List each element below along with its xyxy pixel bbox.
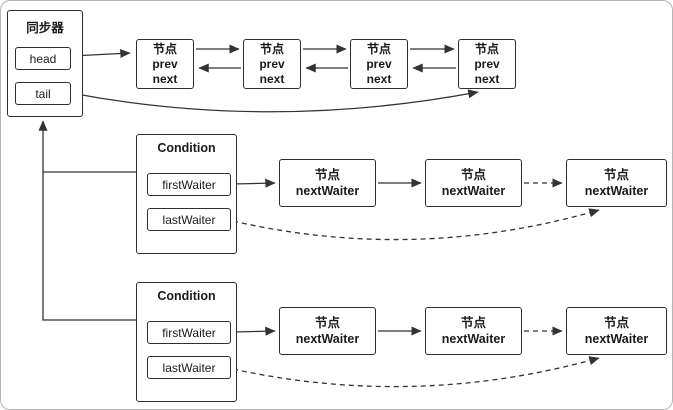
node-title: 节点 — [603, 168, 629, 182]
c1-waiter-node-2: 节点 nextWaiter — [425, 159, 522, 207]
node-next-field: next — [474, 71, 500, 86]
synchronizer-title: 同步器 — [26, 21, 64, 35]
node-nextwaiter-field: nextWaiter — [584, 184, 649, 198]
last-waiter-label: lastWaiter — [162, 360, 216, 375]
node-title: 节点 — [474, 41, 499, 56]
sync-queue-node-3: 节点 prev next — [350, 39, 408, 89]
node-title: 节点 — [314, 316, 340, 330]
first-waiter-label: firstWaiter — [162, 177, 216, 192]
last-waiter-box: lastWaiter — [147, 208, 231, 231]
head-pointer-box: head — [15, 47, 71, 70]
c2-waiter-node-3: 节点 nextWaiter — [566, 307, 667, 355]
c1-waiter-node-1: 节点 nextWaiter — [279, 159, 376, 207]
tail-pointer-label: tail — [35, 86, 51, 101]
last-waiter-box: lastWaiter — [147, 356, 231, 379]
last-waiter-label: lastWaiter — [162, 212, 216, 227]
sync-queue-node-1: 节点 prev next — [136, 39, 194, 89]
synchronizer-box: 同步器 head tail — [7, 10, 83, 117]
condition-title: Condition — [157, 141, 216, 155]
node-title: 节点 — [314, 168, 340, 182]
arrow-tail-to-last-node — [70, 89, 479, 113]
node-nextwaiter-field: nextWaiter — [295, 184, 360, 198]
arrow-lastwaiter2-to-waiter3-dashed — [232, 356, 600, 388]
node-prev-field: prev — [259, 56, 285, 71]
node-title: 节点 — [152, 41, 177, 56]
c2-waiter-node-2: 节点 nextWaiter — [425, 307, 522, 355]
node-next-field: next — [152, 71, 178, 86]
arrow-lastwaiter1-to-waiter3-dashed — [232, 208, 600, 241]
node-title: 节点 — [259, 41, 284, 56]
condition-box-1: Condition firstWaiter lastWaiter — [136, 134, 237, 254]
node-prev-field: prev — [366, 56, 392, 71]
arrow-firstwaiter1-to-waiter1 — [231, 178, 276, 188]
node-prev-field: prev — [474, 56, 500, 71]
c2-waiter-node-1: 节点 nextWaiter — [279, 307, 376, 355]
first-waiter-label: firstWaiter — [162, 325, 216, 340]
c1-waiter-node-3: 节点 nextWaiter — [566, 159, 667, 207]
arrow-condition2-to-sync — [38, 120, 136, 321]
node-title: 节点 — [603, 316, 629, 330]
arrow-firstwaiter2-to-waiter1 — [231, 326, 276, 336]
node-title: 节点 — [460, 168, 486, 182]
node-title: 节点 — [460, 316, 486, 330]
node-nextwaiter-field: nextWaiter — [441, 184, 506, 198]
sync-queue-node-2: 节点 prev next — [243, 39, 301, 89]
node-nextwaiter-field: nextWaiter — [441, 332, 506, 346]
tail-pointer-box: tail — [15, 82, 71, 105]
head-pointer-label: head — [29, 51, 57, 66]
node-next-field: next — [259, 71, 285, 86]
condition-box-2: Condition firstWaiter lastWaiter — [136, 282, 237, 402]
node-next-field: next — [366, 71, 392, 86]
node-nextwaiter-field: nextWaiter — [295, 332, 360, 346]
condition-title: Condition — [157, 289, 216, 303]
first-waiter-box: firstWaiter — [147, 321, 231, 344]
node-prev-field: prev — [152, 56, 178, 71]
node-nextwaiter-field: nextWaiter — [584, 332, 649, 346]
sync-queue-node-4: 节点 prev next — [458, 39, 516, 89]
first-waiter-box: firstWaiter — [147, 173, 231, 196]
node-title: 节点 — [366, 41, 391, 56]
